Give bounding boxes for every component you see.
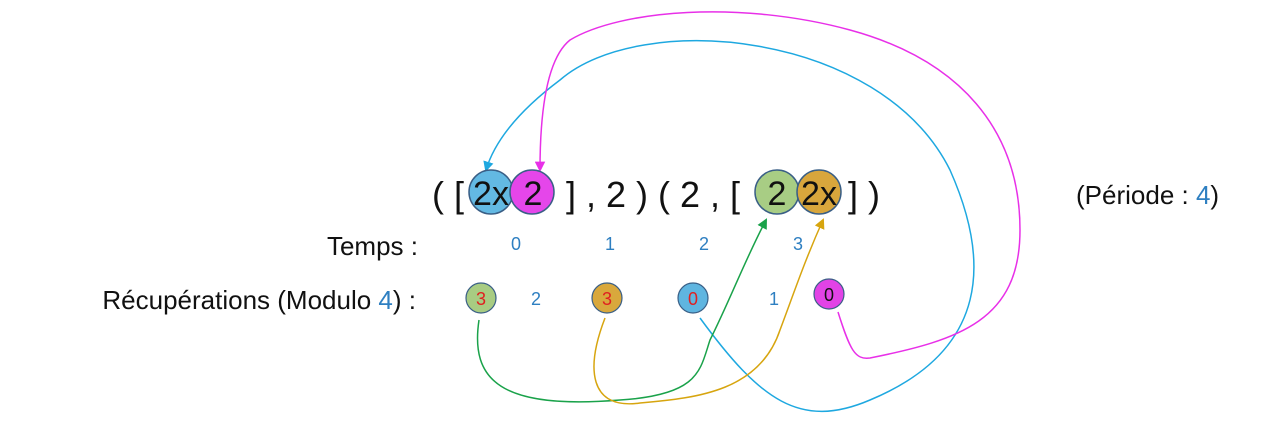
- expression-close: ] ): [848, 174, 880, 215]
- period-value: 4: [1196, 180, 1210, 210]
- arrow-blue-curve: [483, 40, 975, 413]
- arrow-gold-curve: [593, 218, 825, 405]
- ball-blue-label: 2x: [473, 175, 509, 213]
- recovery-value-5: 0: [824, 285, 834, 305]
- recovery-value-1: 2: [531, 289, 541, 309]
- recoveries-modulo: 4: [378, 285, 392, 315]
- ball-magenta-label: 2: [524, 175, 543, 213]
- ball-gold-label: 2x: [801, 175, 837, 213]
- expression-open: ( [: [432, 174, 464, 215]
- recovery-ball-magenta: [813, 278, 845, 310]
- expression-middle: ] , 2 ) ( 2 , [: [566, 174, 740, 215]
- recovery-value-3: 0: [688, 289, 698, 309]
- recovery-value-4: 1: [769, 289, 779, 309]
- recovery-ball-green: [465, 282, 497, 314]
- recoveries-label-end: ) :: [393, 285, 416, 315]
- recovery-ball-blue: [677, 282, 709, 314]
- ball-magenta: [509, 169, 555, 215]
- time-tick-0: 0: [511, 234, 521, 254]
- recovery-value-2: 3: [602, 289, 612, 309]
- ball-green-label: 2: [768, 175, 787, 213]
- time-tick-2: 2: [699, 234, 709, 254]
- period-label: (Période :: [1076, 180, 1196, 210]
- recovery-value-0: 3: [476, 289, 486, 309]
- recoveries-label: Récupérations (Modulo 4) :: [102, 285, 416, 315]
- recovery-ball-gold: [591, 282, 623, 314]
- time-tick-1: 1: [605, 234, 615, 254]
- recoveries-label-text: Récupérations (Modulo: [102, 285, 378, 315]
- period-close: ): [1210, 180, 1219, 210]
- arrow-magenta-curve: [534, 11, 1021, 359]
- time-label: Temps :: [327, 231, 418, 261]
- period-text: (Période : 4): [1076, 180, 1219, 210]
- ball-gold: [796, 169, 842, 215]
- time-tick-3: 3: [793, 234, 803, 254]
- arrow-green-curve: [476, 218, 767, 403]
